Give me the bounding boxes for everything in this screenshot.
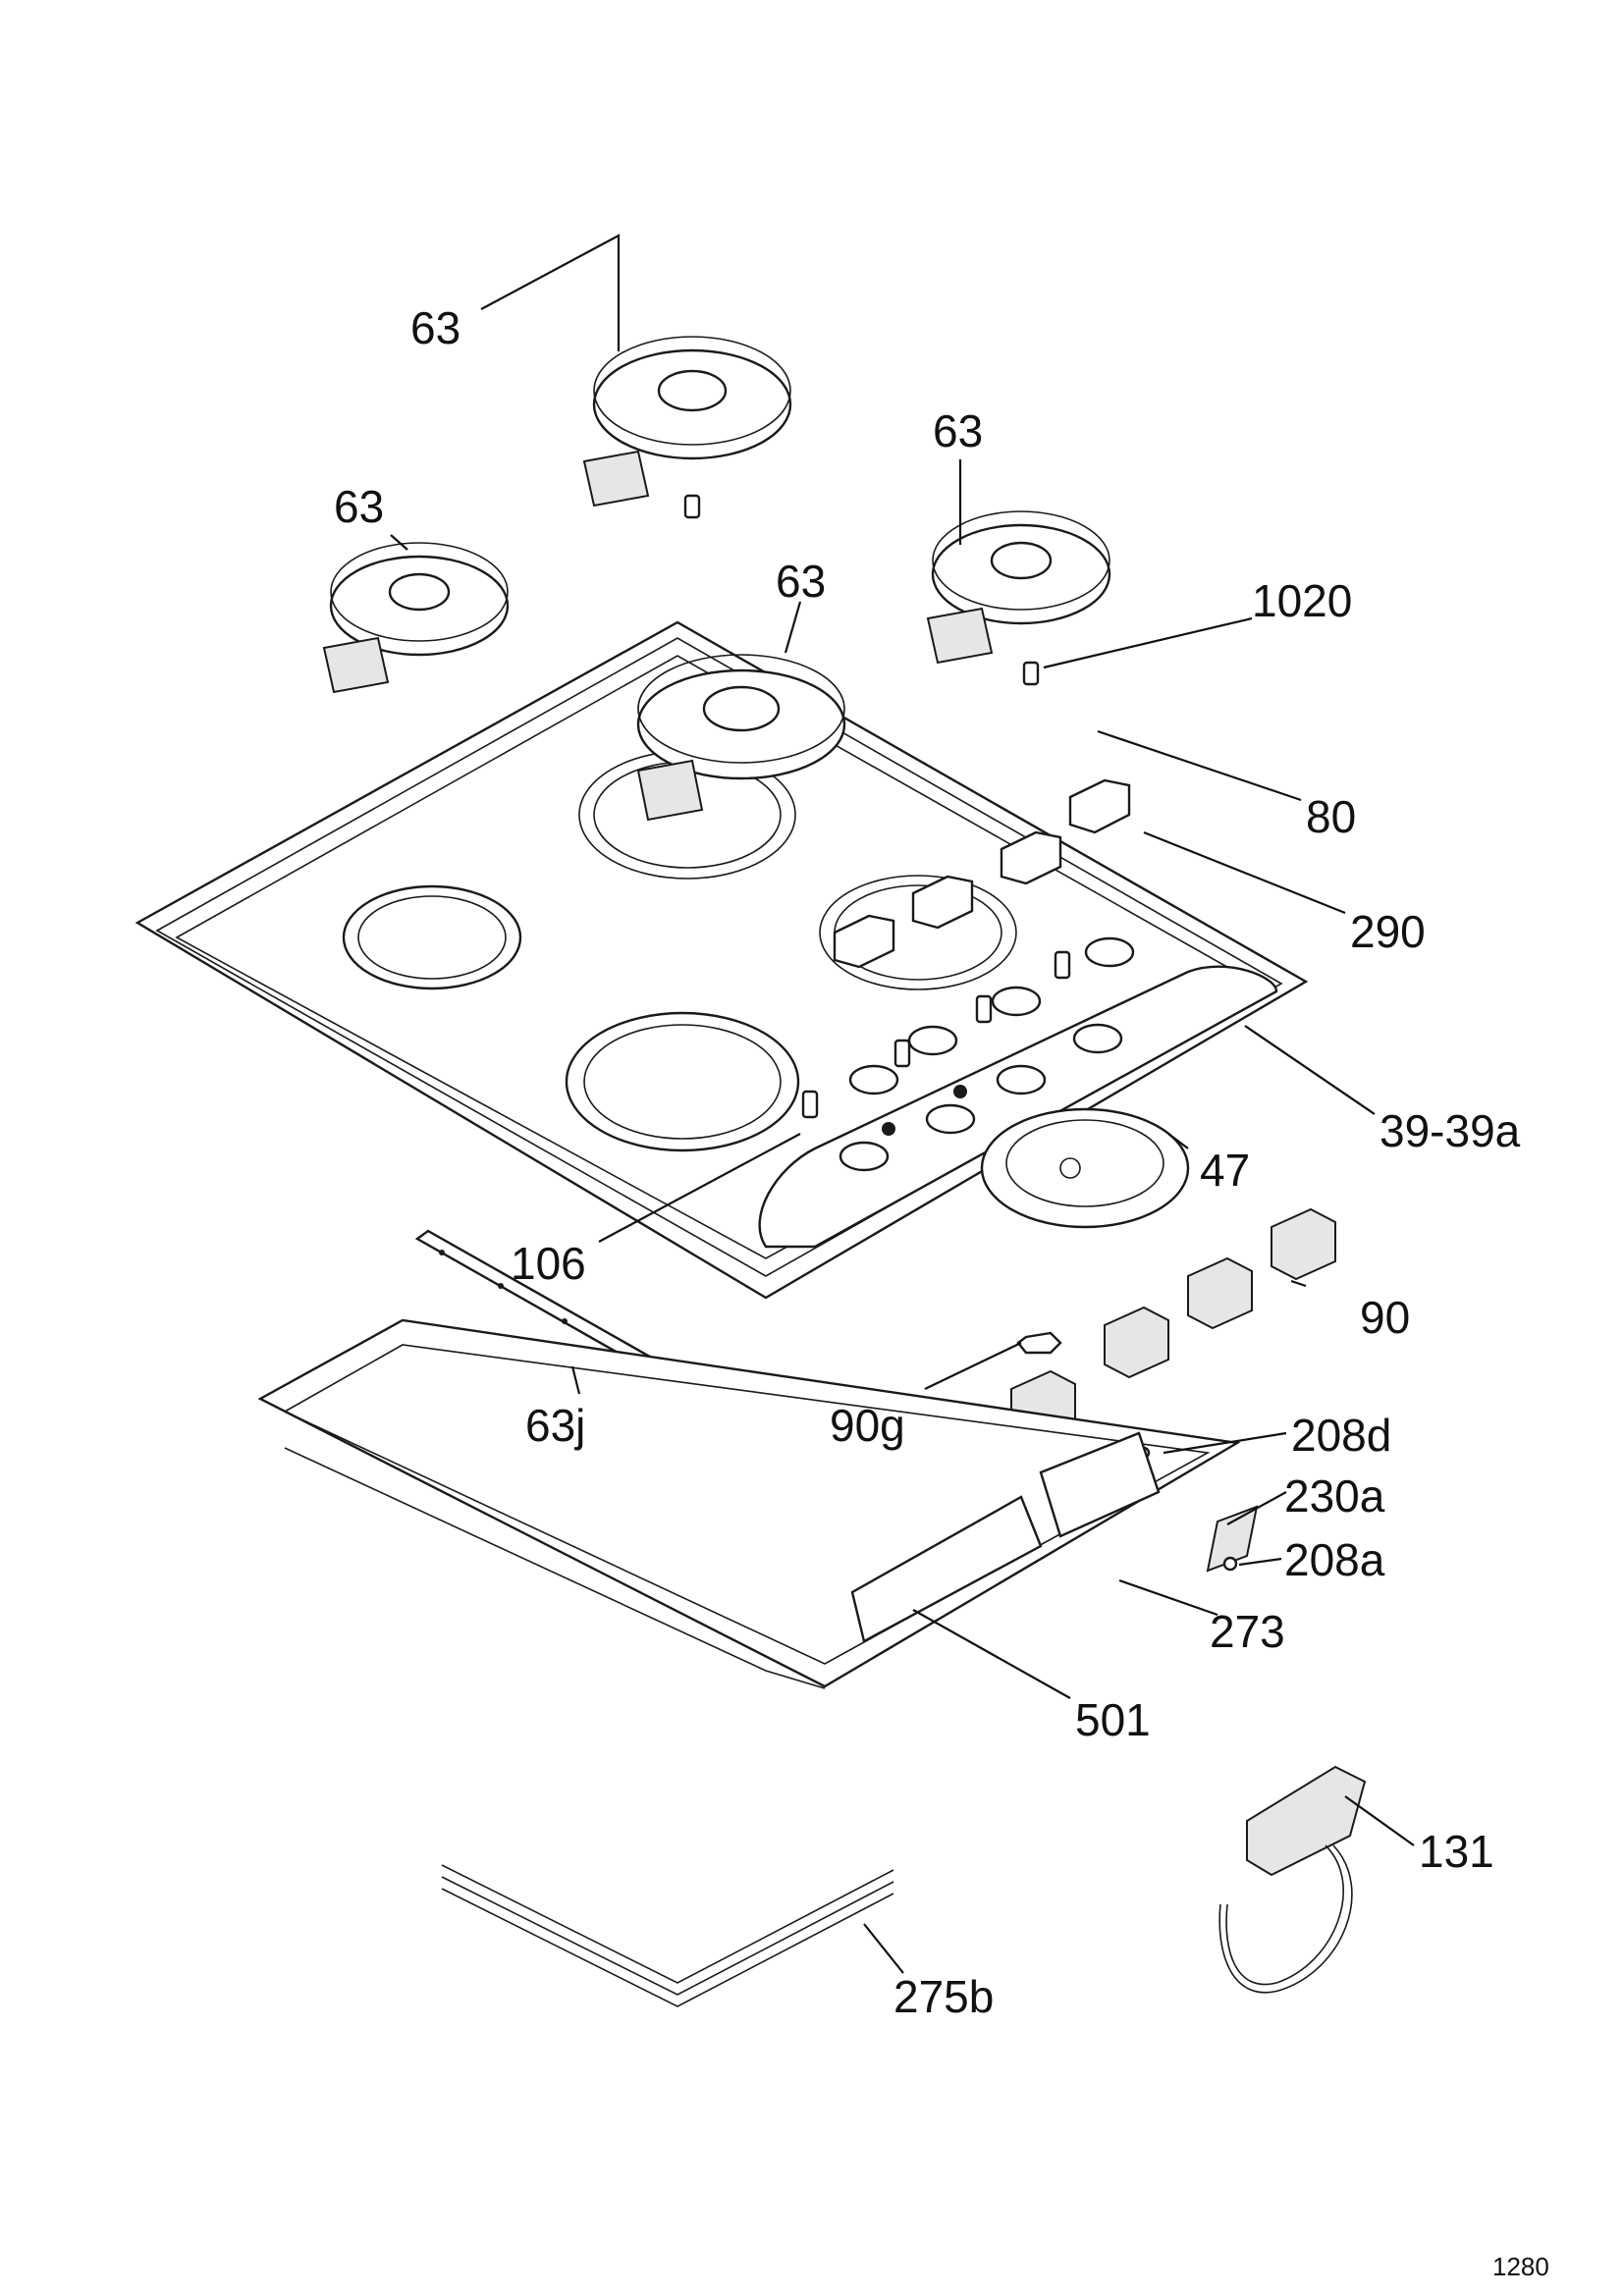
callout-63-top: 63	[410, 302, 460, 353]
callout-208d: 208d	[1291, 1410, 1391, 1461]
callout-290: 290	[1350, 906, 1426, 957]
callout-501: 501	[1075, 1694, 1151, 1745]
nut	[1016, 1331, 1062, 1355]
page-number: 1280	[1492, 2252, 1549, 2281]
hotplate-left	[322, 542, 510, 694]
switches	[1010, 1207, 1336, 1443]
callout-106: 106	[511, 1238, 586, 1289]
terminal-block	[1218, 1765, 1367, 1994]
callout-208a: 208a	[1284, 1534, 1385, 1585]
callout-39-39a: 39-39a	[1380, 1105, 1521, 1156]
callout-131: 131	[1419, 1826, 1494, 1877]
callout-90g: 90g	[830, 1400, 905, 1451]
callout-63-left: 63	[334, 481, 384, 532]
hotplate-top	[582, 336, 792, 519]
callout-230a: 230a	[1284, 1470, 1385, 1522]
callout-1020: 1020	[1252, 575, 1352, 626]
callout-275b: 275b	[893, 1971, 994, 2022]
base-tray	[257, 1318, 1259, 1689]
burner-cup	[980, 1107, 1190, 1229]
callout-80: 80	[1306, 791, 1356, 842]
callout-273: 273	[1210, 1606, 1285, 1657]
callout-63j: 63j	[525, 1400, 585, 1451]
leader-lines	[390, 234, 1415, 1974]
hotplate-center	[636, 654, 846, 822]
hotplate-right	[926, 510, 1111, 686]
gasket	[441, 1864, 894, 2007]
control-knobs	[833, 778, 1131, 969]
callout-63-center: 63	[776, 556, 826, 607]
knob-spindles	[801, 950, 1071, 1119]
callout-47: 47	[1200, 1145, 1250, 1196]
callout-63-right: 63	[933, 405, 983, 456]
callout-90: 90	[1360, 1292, 1410, 1343]
